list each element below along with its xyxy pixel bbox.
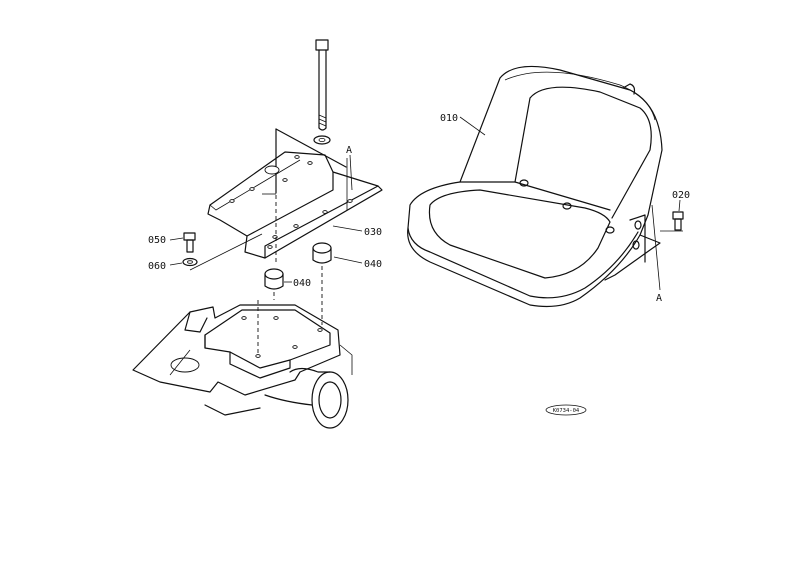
ref-a-leader-left bbox=[349, 154, 353, 191]
callout-040-left: 040 bbox=[293, 278, 311, 289]
callout-040-right: 040 bbox=[364, 259, 382, 270]
long-bolt bbox=[315, 39, 329, 131]
callout-060: 060 bbox=[148, 261, 166, 272]
leader-010 bbox=[459, 116, 486, 136]
leader-040b bbox=[333, 256, 363, 264]
leader-020 bbox=[678, 199, 681, 212]
ref-a-right: A bbox=[656, 293, 662, 304]
ref-a-leader-right bbox=[651, 204, 661, 291]
leader-060 bbox=[169, 262, 183, 266]
nut bbox=[313, 135, 331, 145]
seat-bracket bbox=[207, 128, 383, 262]
bolt-leader bbox=[189, 233, 263, 271]
cushion-left bbox=[264, 268, 284, 290]
callout-010: 010 bbox=[440, 113, 458, 124]
figure-ref-text: K0734-04 bbox=[553, 408, 580, 414]
cushion-right bbox=[312, 242, 332, 264]
callout-050: 050 bbox=[148, 235, 166, 246]
base-frame bbox=[132, 300, 353, 429]
small-bolt bbox=[183, 232, 196, 253]
seat bbox=[407, 65, 663, 308]
washer bbox=[182, 257, 198, 267]
leader-050 bbox=[169, 237, 184, 241]
seat-bolt bbox=[660, 211, 684, 232]
ref-a-left: A bbox=[346, 145, 352, 156]
figure-ref-badge: K0734-04 bbox=[545, 404, 587, 416]
leader-030 bbox=[332, 225, 363, 232]
callout-020: 020 bbox=[672, 190, 690, 201]
callout-030: 030 bbox=[364, 227, 382, 238]
